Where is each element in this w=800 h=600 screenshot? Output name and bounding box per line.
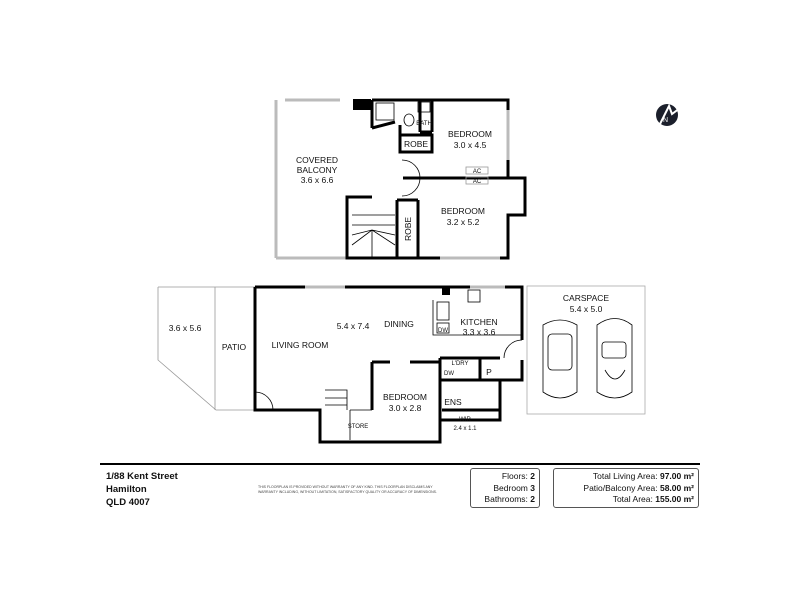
living-area-label: Total Living Area: — [592, 471, 658, 481]
total-area-label: Total Area: — [612, 494, 653, 504]
patio-area-value: 58.00 m² — [659, 482, 694, 493]
patio-area-label: Patio/Balcony Area: — [583, 482, 658, 493]
robe-2-label: ROBE — [403, 217, 413, 241]
bedroom-1-size: 3.0 x 4.5 — [454, 140, 487, 150]
store-label: STORE — [348, 424, 369, 430]
address-line-2: Hamilton — [106, 484, 147, 495]
ensuite-label: ENS — [444, 397, 462, 407]
area-box: Total Living Area: 97.00 m² Patio/Balcon… — [553, 468, 699, 508]
patio-label: PATIO — [222, 342, 247, 352]
floors-value: 2 — [530, 471, 535, 481]
living-room-label: LIVING ROOM — [272, 340, 329, 350]
robe-label: ROBE — [404, 139, 428, 149]
bathrooms-label: Bathrooms: — [484, 494, 528, 504]
address: 1/88 Kent Street Hamilton QLD 4007 — [106, 470, 178, 509]
living-area-value: 97.00 m² — [659, 471, 694, 481]
ac-label-2: AC — [473, 179, 482, 185]
address-line-3: QLD 4007 — [106, 497, 150, 508]
laundry-label: L'DRY — [451, 361, 468, 367]
living-size: 5.4 x 7.4 — [337, 321, 370, 331]
wir-size: 2.4 x 1.1 — [453, 426, 477, 432]
carspace-label: CARSPACE — [563, 293, 609, 303]
north-compass-icon: N — [656, 103, 681, 126]
bedroom-1-label: BEDROOM — [448, 129, 492, 139]
car-icon — [542, 319, 578, 399]
svg-text:N: N — [663, 117, 668, 124]
lower-floor: 3.6 x 5.6 PATIO LIVING ROOM 5.4 x 7.4 DI… — [157, 285, 646, 444]
pantry-label: P — [486, 367, 492, 377]
balcony-label-2: BALCONY — [297, 165, 338, 175]
bedroom-3-label: BEDROOM — [383, 392, 427, 402]
bedroom-3-size: 3.0 x 2.8 — [389, 403, 422, 413]
bedroom-2-label: BEDROOM — [441, 206, 485, 216]
floors-label: Floors: — [501, 471, 528, 481]
balcony-size: 3.6 x 6.6 — [301, 175, 334, 185]
address-line-1: 1/88 Kent Street — [106, 471, 178, 482]
patio-size: 3.6 x 5.6 — [169, 323, 202, 333]
kitchen-label: KITCHEN — [460, 317, 497, 327]
kitchen-size: 3.3 x 3.6 — [463, 327, 496, 337]
kitchen-dw-label: DW — [438, 328, 448, 334]
room-counts-box: Floors: 2 Bedroom 3 Bathrooms: 2 — [470, 468, 540, 508]
carspace-size: 5.4 x 5.0 — [570, 304, 603, 314]
bedroom-value: 3 — [530, 482, 535, 493]
bedroom-label: Bedroom — [493, 482, 528, 493]
balcony-label: COVERED — [296, 155, 338, 165]
ac-label: AC — [473, 169, 482, 175]
dining-label: DINING — [384, 319, 414, 329]
bath-label: BATH — [416, 121, 432, 127]
upper-floor: COVERED BALCONY 3.6 x 6.6 BATH ROBE BEDR… — [274, 98, 527, 260]
laundry-dw-label: DW — [444, 371, 454, 377]
bedroom-2-size: 3.2 x 5.2 — [447, 217, 480, 227]
disclaimer: THIS FLOORPLAN IS PROVIDED WITHOUT WARRA… — [258, 485, 437, 494]
total-area-value: 155.00 m² — [655, 494, 694, 504]
wir-label: WIR — [459, 417, 471, 423]
car-icon — [596, 318, 633, 399]
bathrooms-value: 2 — [530, 494, 535, 504]
